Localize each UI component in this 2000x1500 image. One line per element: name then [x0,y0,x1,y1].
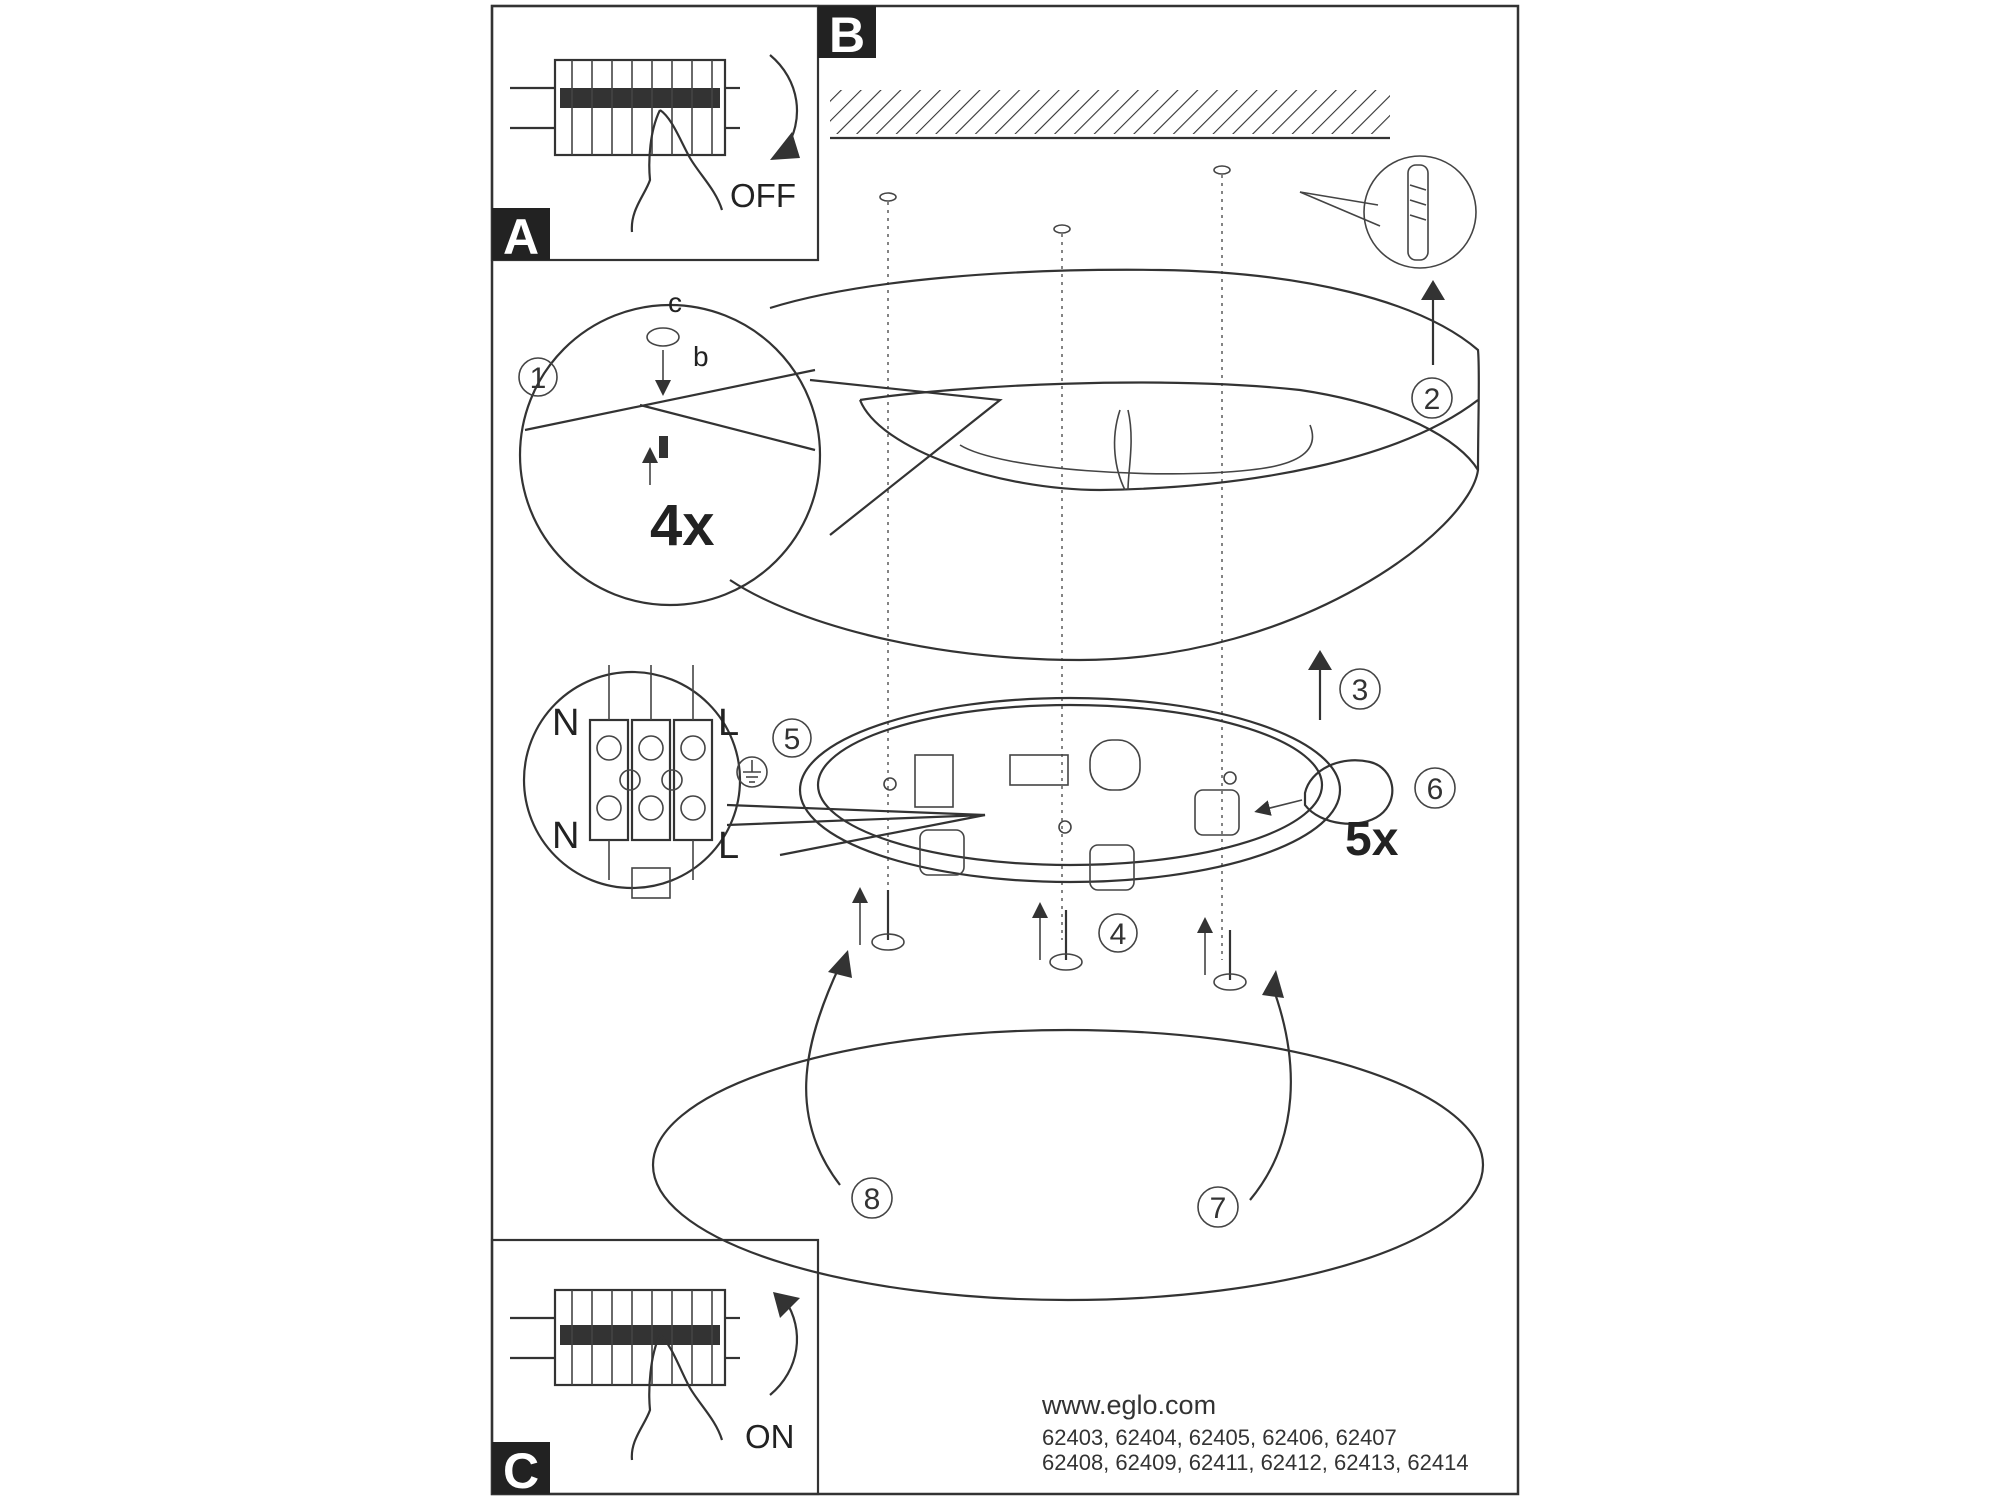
mount-hole-icon [883,777,897,791]
step-1-label: 1 [530,362,547,395]
base-plate [798,696,1342,891]
bulb-icon [1303,759,1394,825]
nut-icon [646,327,680,347]
panel-b-letter: B [829,7,865,63]
label-b: b [693,341,709,372]
wall-plug-icon [1407,164,1429,261]
panel-c-letter: C [503,1443,539,1499]
drill-hole [879,192,897,202]
model-numbers-line-1: 62403, 62404, 62405, 62406, 62407 [1042,1425,1397,1450]
count-4x: 4x [650,493,715,558]
label-l-top: L [718,702,739,744]
drill-hole [1213,165,1231,175]
step-7-marker: 7 [1197,970,1292,1228]
label-n-top: N [552,702,579,744]
rotate-down-arrow-icon [769,54,800,160]
screw-icon [1032,902,1083,971]
mount-hole-icon [1223,771,1237,785]
step-1-circle [518,357,558,397]
step-6-bulbs: 6 5x [1254,759,1456,866]
screw-icon [659,436,668,458]
model-numbers-line-2: 62408, 62409, 62411, 62412, 62413, 62414 [1042,1450,1469,1475]
step-8-marker: 8 [805,950,893,1219]
lampshade-ring [729,268,1480,662]
circuit-breaker-icon [510,1288,740,1387]
website-text: www.eglo.com [1041,1390,1216,1420]
mount-hole-icon [1058,820,1072,834]
panel-c-breaker-on: C ON [490,1238,820,1499]
step-4-screws: 4 [852,887,1247,991]
label-c: c [668,287,682,318]
label-n-bottom: N [552,815,579,857]
ground-symbol-icon [736,756,768,788]
lamp-socket-icon [914,739,1240,891]
hand-icon [630,109,724,233]
drill-hole [1053,224,1071,234]
panel-b-ceiling: B [818,6,1477,269]
step-8-label: 8 [864,1183,881,1216]
step-6-label: 6 [1427,773,1444,806]
off-label: OFF [730,177,796,214]
on-label: ON [745,1418,795,1455]
step-2-label: 2 [1424,383,1441,416]
panel-a-letter: A [503,209,539,265]
step-5-label: 5 [784,723,801,756]
step-4-label: 4 [1110,918,1127,951]
detail-1-shade-connector: c b 4x 1 [518,287,1003,607]
diffuser-plate [651,1028,1485,1302]
hand-icon [630,1334,724,1461]
screw-icon [1197,917,1247,991]
detail-5-terminal-block: N N L L 5 [522,665,986,899]
panel-a-breaker-off: A OFF [490,4,820,265]
circuit-breaker-icon [510,58,740,157]
wall-plug-callout [1299,155,1477,269]
rotate-up-arrow-icon [769,1292,800,1396]
page-frame [490,4,1520,1496]
label-l-bottom: L [718,825,739,867]
driver-icon [1009,754,1069,786]
screw-icon [852,887,905,951]
step-2-marker: 2 [1411,280,1453,419]
step-7-label: 7 [1210,1192,1227,1225]
step-3-marker: 3 [1308,650,1381,720]
ceiling-hatch [830,90,1390,134]
step-3-label: 3 [1352,674,1369,707]
cable-icon [1113,409,1132,491]
count-5x: 5x [1345,813,1399,866]
